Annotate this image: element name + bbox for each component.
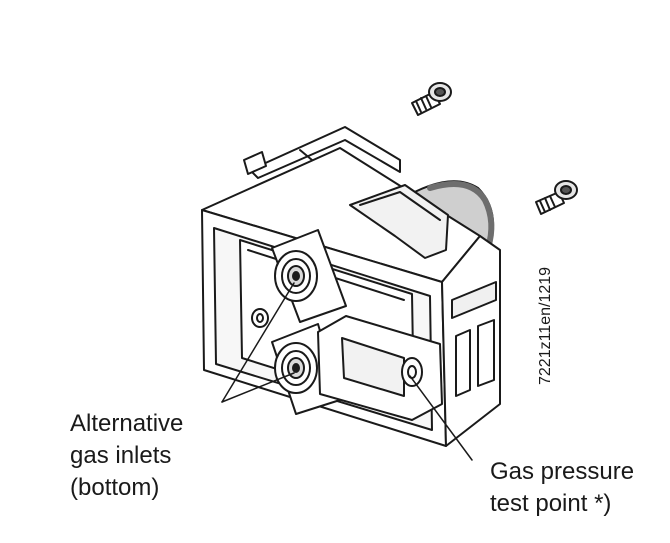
gas-inlet-upper [271,229,347,323]
test-point-label-line1: Gas pressure [490,458,635,485]
screw-right [535,180,578,215]
test-point-label-line2: test point *) [490,490,612,517]
mounting-boss [251,308,269,328]
inlets-label-line2: gas inlets [70,442,172,469]
side-window [317,315,443,421]
inlets-label-line3: (bottom) [70,474,160,501]
leader-lines [221,282,473,461]
inlets-label-line1: Alternative [70,410,184,437]
document-id: 7221z11en/1219 [537,266,554,385]
right-block-ribs [451,281,497,397]
screw-top [411,82,452,116]
